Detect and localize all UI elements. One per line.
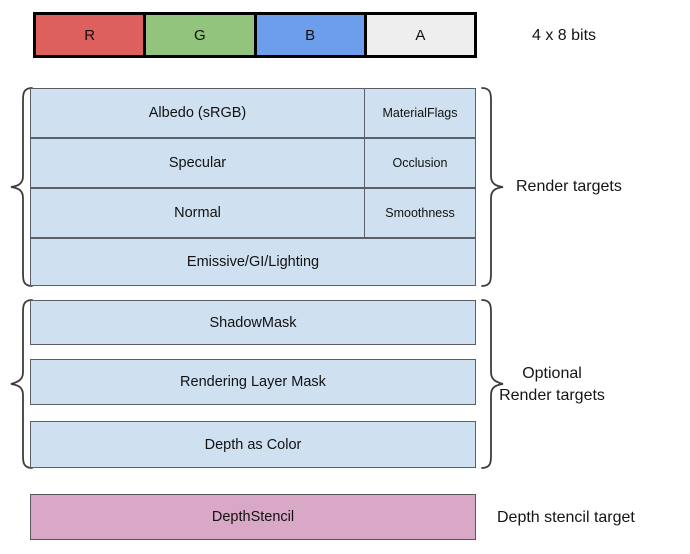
render-target-normal-alpha-label: Smoothness	[385, 206, 455, 220]
render-targets-side-label: Render targets	[516, 178, 622, 195]
optional-render-target-rendering-layer-mask-label: Rendering Layer Mask	[180, 374, 326, 390]
channel-label-a: A	[415, 26, 426, 44]
render-target-albedo-alpha: MaterialFlags	[365, 89, 475, 137]
render-target-normal-main: Normal	[31, 189, 365, 237]
optional-render-target-shadowmask: ShadowMask	[30, 300, 476, 345]
depth-stencil-label: DepthStencil	[211, 509, 295, 525]
rgba-channel-bar: R G B A	[33, 12, 477, 58]
render-target-row-normal: Normal Smoothness	[30, 188, 476, 238]
optional-render-target-depth-as-color: Depth as Color	[30, 421, 476, 468]
render-target-specular-label: Specular	[168, 155, 227, 171]
render-target-albedo-main: Albedo (sRGB)	[31, 89, 365, 137]
render-target-albedo-alpha-label: MaterialFlags	[382, 106, 458, 120]
optional-render-target-shadowmask-label: ShadowMask	[209, 314, 297, 331]
depth-stencil-side-label: Depth stencil target	[497, 509, 635, 526]
render-target-specular-alpha: Occlusion	[365, 139, 475, 187]
channel-label-r: R	[84, 26, 96, 44]
render-target-row-specular: Specular Occlusion	[30, 138, 476, 188]
optional-render-target-depth-as-color-label: Depth as Color	[204, 436, 302, 453]
render-target-normal-alpha: Smoothness	[365, 189, 475, 237]
depth-stencil-box: DepthStencil	[30, 494, 476, 540]
channel-cell-g: G	[146, 15, 257, 55]
channel-label-g: G	[194, 26, 206, 44]
optional-render-targets-side-label: Optional Render targets	[499, 365, 605, 404]
render-target-row-emissive: Emissive/GI/Lighting	[30, 238, 476, 286]
channel-label-b: B	[305, 26, 316, 44]
optional-render-target-rendering-layer-mask: Rendering Layer Mask	[30, 359, 476, 405]
channel-cell-b: B	[256, 15, 367, 55]
render-target-row-albedo: Albedo (sRGB) MaterialFlags	[30, 88, 476, 138]
channel-cell-r: R	[36, 15, 147, 55]
render-target-albedo-label: Albedo (sRGB)	[148, 105, 247, 121]
render-targets-right-brace	[481, 87, 504, 287]
channel-cell-a: A	[366, 15, 474, 55]
render-target-normal-label: Normal	[174, 205, 221, 221]
channel-bar-side-label: 4 x 8 bits	[532, 27, 597, 44]
render-target-specular-main: Specular	[31, 139, 365, 187]
render-target-emissive-label: Emissive/GI/Lighting	[186, 254, 320, 270]
render-target-specular-alpha-label: Occlusion	[392, 156, 448, 170]
